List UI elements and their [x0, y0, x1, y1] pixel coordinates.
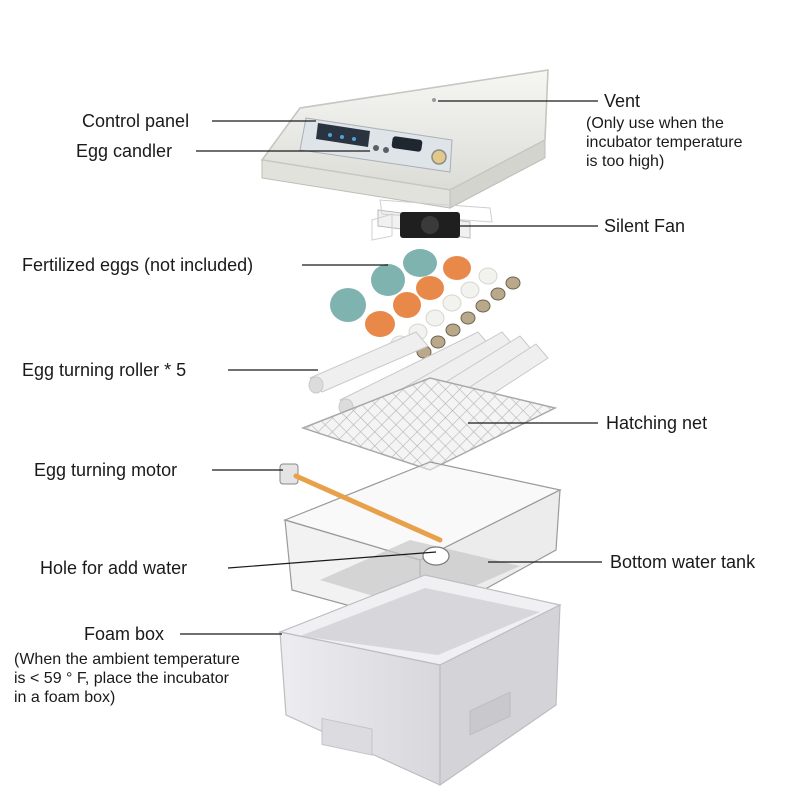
label-vent: Vent	[604, 91, 641, 111]
orange-egg	[416, 276, 444, 300]
vent-note-line: incubator temperature	[586, 134, 743, 151]
foam-box-note-line: is < 59 ° F, place the incubator	[14, 670, 229, 687]
label-egg-candler: Egg candler	[76, 141, 173, 161]
quail-egg	[430, 335, 446, 349]
white-egg	[460, 281, 480, 299]
white-egg	[442, 294, 462, 312]
eggs-group	[330, 249, 521, 359]
hatching-net	[300, 377, 558, 471]
motor-rod	[293, 473, 443, 543]
white-egg	[425, 309, 445, 327]
label-hole-for-water: Hole for add water	[40, 558, 188, 578]
label-bottom-water-tank: Bottom water tank	[610, 552, 756, 572]
label-foam-box: Foam box	[84, 624, 165, 644]
orange-egg	[365, 311, 395, 337]
control-panel-face	[299, 117, 453, 173]
foam-box	[277, 574, 562, 787]
vent-note-line: is too high)	[586, 153, 665, 170]
label-fertilized-eggs: Fertilized eggs (not included)	[22, 255, 254, 275]
blue-egg	[403, 249, 437, 277]
quail-egg	[460, 311, 476, 325]
white-egg	[478, 267, 498, 285]
silent-fan	[371, 199, 493, 241]
label-egg-turning-roller: Egg turning roller * 5	[22, 360, 187, 380]
quail-egg	[475, 299, 491, 313]
vent-hole	[432, 98, 436, 102]
foam-box-note: (When the ambient temperature is < 59 ° …	[14, 650, 240, 707]
motor-body	[279, 463, 299, 485]
orange-egg	[443, 256, 471, 280]
label-silent-fan: Silent Fan	[604, 216, 686, 236]
blue-egg	[330, 288, 366, 322]
foam-box-note-line: in a foam box)	[14, 689, 116, 706]
foam-box-note-line: (When the ambient temperature	[14, 651, 240, 668]
egg-candler-light	[431, 149, 447, 165]
blue-egg	[371, 264, 405, 296]
quail-egg	[445, 323, 461, 337]
vent-note: (Only use when the incubator temperature…	[586, 114, 743, 171]
quail-egg	[490, 287, 506, 301]
water-hole	[422, 546, 450, 566]
label-egg-turning-motor: Egg turning motor	[34, 460, 178, 480]
leader-lines	[180, 100, 602, 635]
label-control-panel: Control panel	[82, 111, 190, 131]
label-hatching-net: Hatching net	[606, 413, 708, 433]
lid	[260, 69, 549, 209]
orange-egg	[393, 292, 421, 318]
vent-note-line: (Only use when the	[586, 115, 724, 132]
quail-egg	[505, 276, 521, 290]
